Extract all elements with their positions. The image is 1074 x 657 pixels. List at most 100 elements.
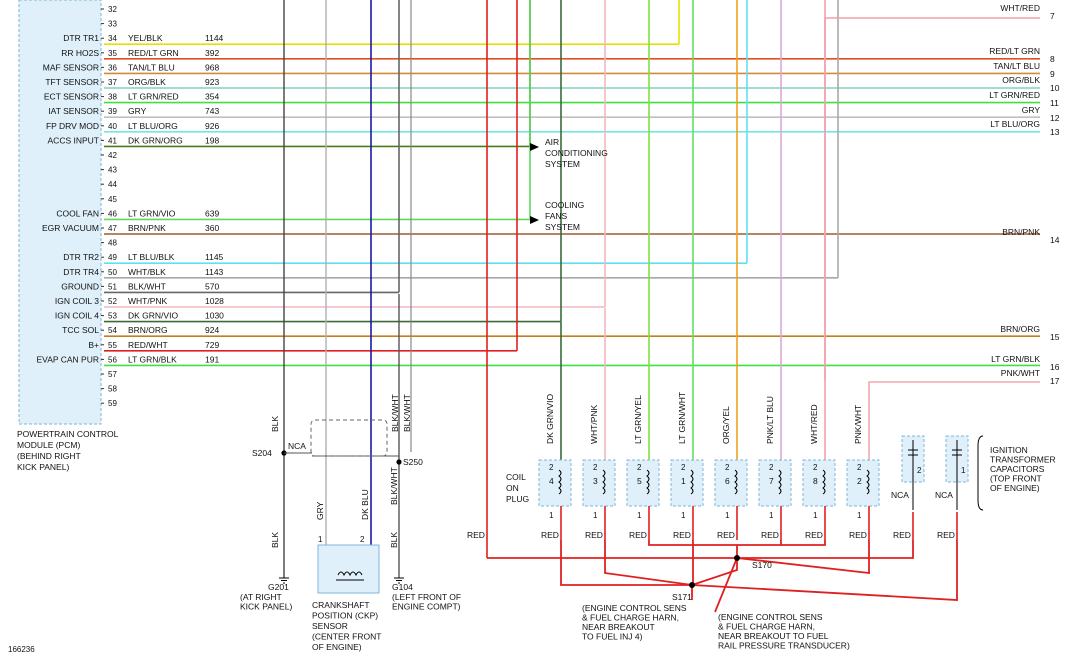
coil-pin-bottom: 1 — [549, 511, 554, 520]
pin-function-label: ACCS INPUT — [48, 135, 99, 145]
pin-function-label: IAT SENSOR — [48, 106, 99, 116]
coil-on-plug-label: PLUG — [506, 494, 529, 504]
offpage-wire-label: TAN/LT BLU — [993, 61, 1040, 71]
misc-labels: AIRCONDITIONINGSYSTEMCOOLINGFANSSYSTEM16… — [8, 137, 608, 654]
pin-number: 37 — [108, 78, 117, 87]
wire-color-label: BRN/PNK — [128, 223, 166, 233]
coil-on-plug-label: ON — [506, 483, 519, 493]
dkblu-label: DK BLU — [360, 489, 370, 520]
blk-label: BLK — [389, 532, 399, 548]
coil-winding-icon — [822, 469, 826, 495]
circuit-number: 924 — [205, 325, 219, 335]
pin-function-label: TFT SENSOR — [45, 77, 99, 87]
ground-g201-label: G201 — [268, 582, 289, 592]
pcm-label-line: (BEHIND RIGHT — [17, 451, 81, 461]
pcm-label-line: KICK PANEL) — [17, 462, 69, 472]
circuit-number: 926 — [205, 121, 219, 131]
diagram-id: 166236 — [8, 645, 35, 654]
coil-pin-bottom: 1 — [681, 511, 686, 520]
ckp-sensor-box — [317, 544, 380, 594]
ckp-pin-2: 2 — [360, 535, 365, 544]
splice-s250-dot — [396, 459, 402, 465]
coil-wire-label: LT GRN/YEL — [633, 395, 643, 444]
blkwht-label: BLK/WHT — [389, 467, 399, 505]
capacitor-label: (TOP FRONT — [990, 474, 1042, 484]
pnk-wht-wire — [868, 381, 1040, 460]
coil-pin-top: 2 — [769, 463, 774, 472]
capacitor-label: OF ENGINE) — [990, 483, 1040, 493]
red-branch — [781, 540, 826, 546]
coil-red-label: RED — [761, 530, 779, 540]
coil-pin-top: 2 — [637, 463, 642, 472]
capacitor-pin: 1 — [961, 466, 966, 475]
coil-cylinder-number: 8 — [813, 476, 818, 486]
coil-winding-icon — [778, 469, 782, 495]
coil-wire-label: WHT/PNK — [589, 404, 599, 444]
pin-function-label: DTR TR4 — [63, 267, 99, 277]
circuit-number: 923 — [205, 77, 219, 87]
coil-pin-top: 2 — [549, 463, 554, 472]
pin-number: 48 — [108, 239, 117, 248]
pin-function-label: IGN COIL 3 — [55, 296, 99, 306]
coil-cylinder-number: 4 — [549, 476, 554, 486]
coil-winding-icon — [690, 469, 694, 495]
capacitor-group: 2NCARED1NCAREDIGNITIONTRANSFORMERCAPACIT… — [891, 435, 1056, 540]
pin-number: 52 — [108, 297, 117, 306]
blk-label: BLK — [270, 416, 280, 432]
capacitor-pin: 2 — [917, 466, 922, 475]
pin-number: 39 — [108, 107, 117, 116]
capacitor-label: CAPACITORS — [990, 464, 1045, 474]
splice-s171-desc: & FUEL CHARGE HARN, — [582, 613, 679, 623]
pin-number: 56 — [108, 355, 117, 364]
circuit-number: 392 — [205, 48, 219, 58]
offpage-ref-number: 15 — [1050, 332, 1060, 342]
coil-box — [714, 459, 748, 507]
shield-outline — [310, 419, 388, 457]
wire-color-label: WHT/BLK — [128, 267, 166, 277]
offpage-ref-number: 12 — [1050, 113, 1060, 123]
offpage-wire-label: LT BLU/ORG — [990, 119, 1040, 129]
circuit-number: 1143 — [205, 267, 224, 277]
nca-label: NCA — [288, 441, 306, 451]
pcm-label-line: MODULE (PCM) — [17, 440, 80, 450]
pin-number: 54 — [108, 326, 117, 335]
offpage-wire-label: PNK/WHT — [1001, 368, 1040, 378]
coil-pin-top: 2 — [857, 463, 862, 472]
red-branch — [691, 540, 958, 601]
ac-system-label: AIR — [545, 137, 559, 147]
offpage-ref-number: 16 — [1050, 362, 1060, 372]
coil-wire-label: PNK/WHT — [853, 405, 863, 444]
circuit-number: 1145 — [205, 252, 224, 262]
splice-s170-desc: & FUEL CHARGE HARN, — [718, 622, 815, 632]
wire-color-label: TAN/LT BLU — [128, 62, 175, 72]
offpage-wire-label: WHT/RED — [1000, 3, 1040, 13]
capacitor-nca: NCA — [891, 490, 909, 500]
pin-number: 40 — [108, 122, 117, 131]
coil-pin-top: 2 — [593, 463, 598, 472]
wire-color-label: GRY — [128, 106, 147, 116]
ckp-label-line: OF ENGINE) — [312, 642, 362, 652]
pin-number: 55 — [108, 341, 117, 350]
coil-cylinder-number: 5 — [637, 476, 642, 486]
cooling-fans-label: FANS — [545, 211, 568, 221]
coil-cylinder-number: 2 — [857, 476, 862, 486]
red-branch — [736, 540, 870, 575]
pin-number: 33 — [108, 20, 117, 29]
splice-s171-desc: (ENGINE CONTROL SENS — [582, 603, 687, 613]
coil-box — [538, 459, 572, 507]
coil-on-plug-label: COIL — [506, 472, 526, 482]
wire-color-label: RED/LT GRN — [128, 48, 179, 58]
circuit-number: 968 — [205, 62, 219, 72]
offpage-ref-number: 8 — [1050, 54, 1055, 64]
pin-number: 38 — [108, 93, 117, 102]
red-branch — [691, 558, 738, 586]
wire-color-label: ORG/BLK — [128, 77, 166, 87]
pin-number: 58 — [108, 385, 117, 394]
blkwht-label: BLK/WHT — [390, 394, 400, 432]
capacitor-red-label: RED — [893, 530, 911, 540]
wire-color-label: BRN/ORG — [128, 325, 168, 335]
ckp-label-line: CRANKSHAFT — [312, 600, 370, 610]
offpage-ref-number: 17 — [1050, 376, 1060, 386]
